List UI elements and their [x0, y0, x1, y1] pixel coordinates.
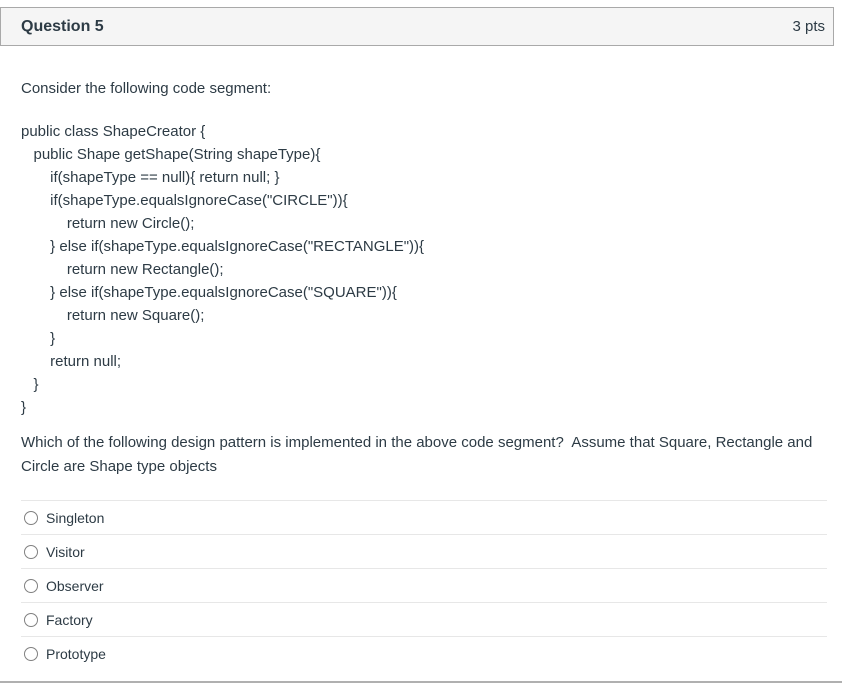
answer-option-prototype[interactable]: Prototype: [21, 636, 827, 670]
question-text: Which of the following design pattern is…: [21, 434, 813, 475]
question-separator: [0, 681, 842, 683]
answer-label[interactable]: Observer: [46, 577, 104, 594]
radio-button-icon[interactable]: [24, 578, 38, 593]
answer-option-observer[interactable]: Observer: [21, 568, 827, 602]
question-header: Question 5 3 pts: [0, 7, 834, 46]
radio-button-icon[interactable]: [24, 612, 38, 627]
question-body: Consider the following code segment: pub…: [0, 79, 842, 670]
radio-button-icon[interactable]: [24, 544, 38, 559]
answer-label[interactable]: Factory: [46, 611, 93, 628]
answer-label[interactable]: Prototype: [46, 645, 106, 662]
answer-label[interactable]: Singleton: [46, 509, 105, 526]
radio-button-icon[interactable]: [24, 646, 38, 661]
question-points: 3 pts: [792, 18, 825, 35]
question-card: Question 5 3 pts Consider the following …: [0, 7, 842, 670]
answer-option-singleton[interactable]: Singleton: [21, 500, 827, 534]
intro-text: Consider the following code segment:: [21, 80, 272, 97]
radio-button-icon[interactable]: [24, 510, 38, 525]
answers-list: Singleton Visitor Observer Factory Proto…: [21, 500, 827, 670]
answer-option-factory[interactable]: Factory: [21, 602, 827, 636]
question-title: Question 5: [21, 17, 104, 35]
answer-option-visitor[interactable]: Visitor: [21, 534, 827, 568]
code-segment: public class ShapeCreator { public Shape…: [21, 123, 425, 416]
answer-label[interactable]: Visitor: [46, 543, 85, 560]
